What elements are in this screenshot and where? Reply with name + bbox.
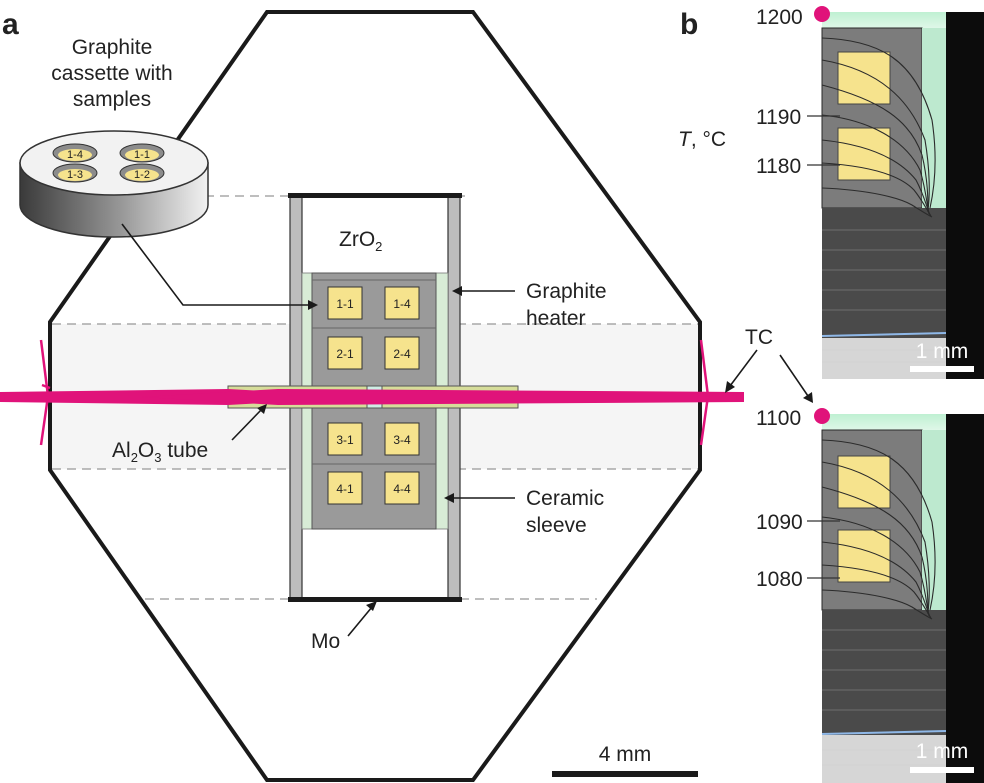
cassette-label-line3: samples <box>73 88 151 111</box>
sample-cells: 1-1 1-4 2-1 2-4 3-1 3-4 4-1 4-4 <box>327 286 420 505</box>
temp-marker-top: 1200 <box>756 6 803 29</box>
mo-label: Mo <box>311 630 340 653</box>
cell-label: 2-1 <box>336 347 354 361</box>
temp-marker-bottom: 1100 <box>756 407 801 430</box>
temp-tick: 1090 <box>756 511 803 534</box>
graphite-cassette: 1-4 1-1 1-3 1-2 <box>19 130 209 238</box>
cell-label: 3-4 <box>393 433 411 447</box>
scale-bar-top-label: 1 mm <box>916 340 969 363</box>
panel-label-a: a <box>2 8 19 41</box>
slot-label: 1-4 <box>67 149 83 161</box>
slot-label: 1-3 <box>67 169 83 181</box>
cell-label: 3-1 <box>336 433 354 447</box>
ceramic-sleeve-label-line1: Ceramic <box>526 487 604 510</box>
temperature-map-top <box>821 12 984 379</box>
temp-tick: 1080 <box>756 568 803 591</box>
temperature-leader-lines <box>807 115 840 579</box>
cassette-top <box>19 130 209 196</box>
cassette-label-line1: Graphite <box>72 36 153 59</box>
temperature-axis-label: T, °C <box>678 128 726 151</box>
al2o3-tube-label: Al2O3 tube <box>112 439 208 465</box>
temperature-map-bottom <box>821 414 984 783</box>
slot-label: 1-2 <box>134 169 150 181</box>
cell-label: 2-4 <box>393 347 411 361</box>
graphite-heater-label-line2: heater <box>526 307 586 330</box>
temp-tick: 1190 <box>756 106 801 129</box>
cell-label: 1-1 <box>336 297 354 311</box>
mo-lid-top <box>288 193 462 198</box>
cassette-label-line2: cassette with <box>51 62 172 85</box>
callout-arrows <box>121 223 809 637</box>
thermocouple-rods <box>0 389 744 405</box>
tc-label: TC <box>745 326 773 349</box>
tc-marker-bottom <box>814 408 830 424</box>
sample-cell-3-1 <box>327 422 363 456</box>
scale-bar-bottom-label: 1 mm <box>916 740 969 763</box>
arrowheads <box>257 286 813 611</box>
tc-feedthroughs <box>39 339 710 446</box>
tc-marker-top <box>814 6 830 22</box>
cell-label: 1-4 <box>393 297 411 311</box>
cell-label: 4-1 <box>336 482 354 496</box>
sample-cell-1-4 <box>384 286 420 320</box>
graphite-heater-label-line1: Graphite <box>526 280 607 303</box>
sample-cell-4-1 <box>327 471 363 505</box>
cell-label: 4-4 <box>393 482 411 496</box>
zro2-label: ZrO2 <box>339 228 382 254</box>
ceramic-sleeve-label-line2: sleeve <box>526 514 587 537</box>
sample-cell-4-4 <box>384 471 420 505</box>
slot-label: 1-1 <box>134 149 150 161</box>
scale-bar-a-label: 4 mm <box>599 743 652 766</box>
panel-label-b: b <box>680 8 698 41</box>
mo-lid-bottom <box>288 597 462 602</box>
temp-tick: 1180 <box>756 155 801 178</box>
sample-cell-2-1 <box>327 336 363 370</box>
sample-cell-1-1 <box>327 286 363 320</box>
sample-cell-3-4 <box>384 422 420 456</box>
scale-bar-a <box>552 771 698 777</box>
sample-cell-2-4 <box>384 336 420 370</box>
